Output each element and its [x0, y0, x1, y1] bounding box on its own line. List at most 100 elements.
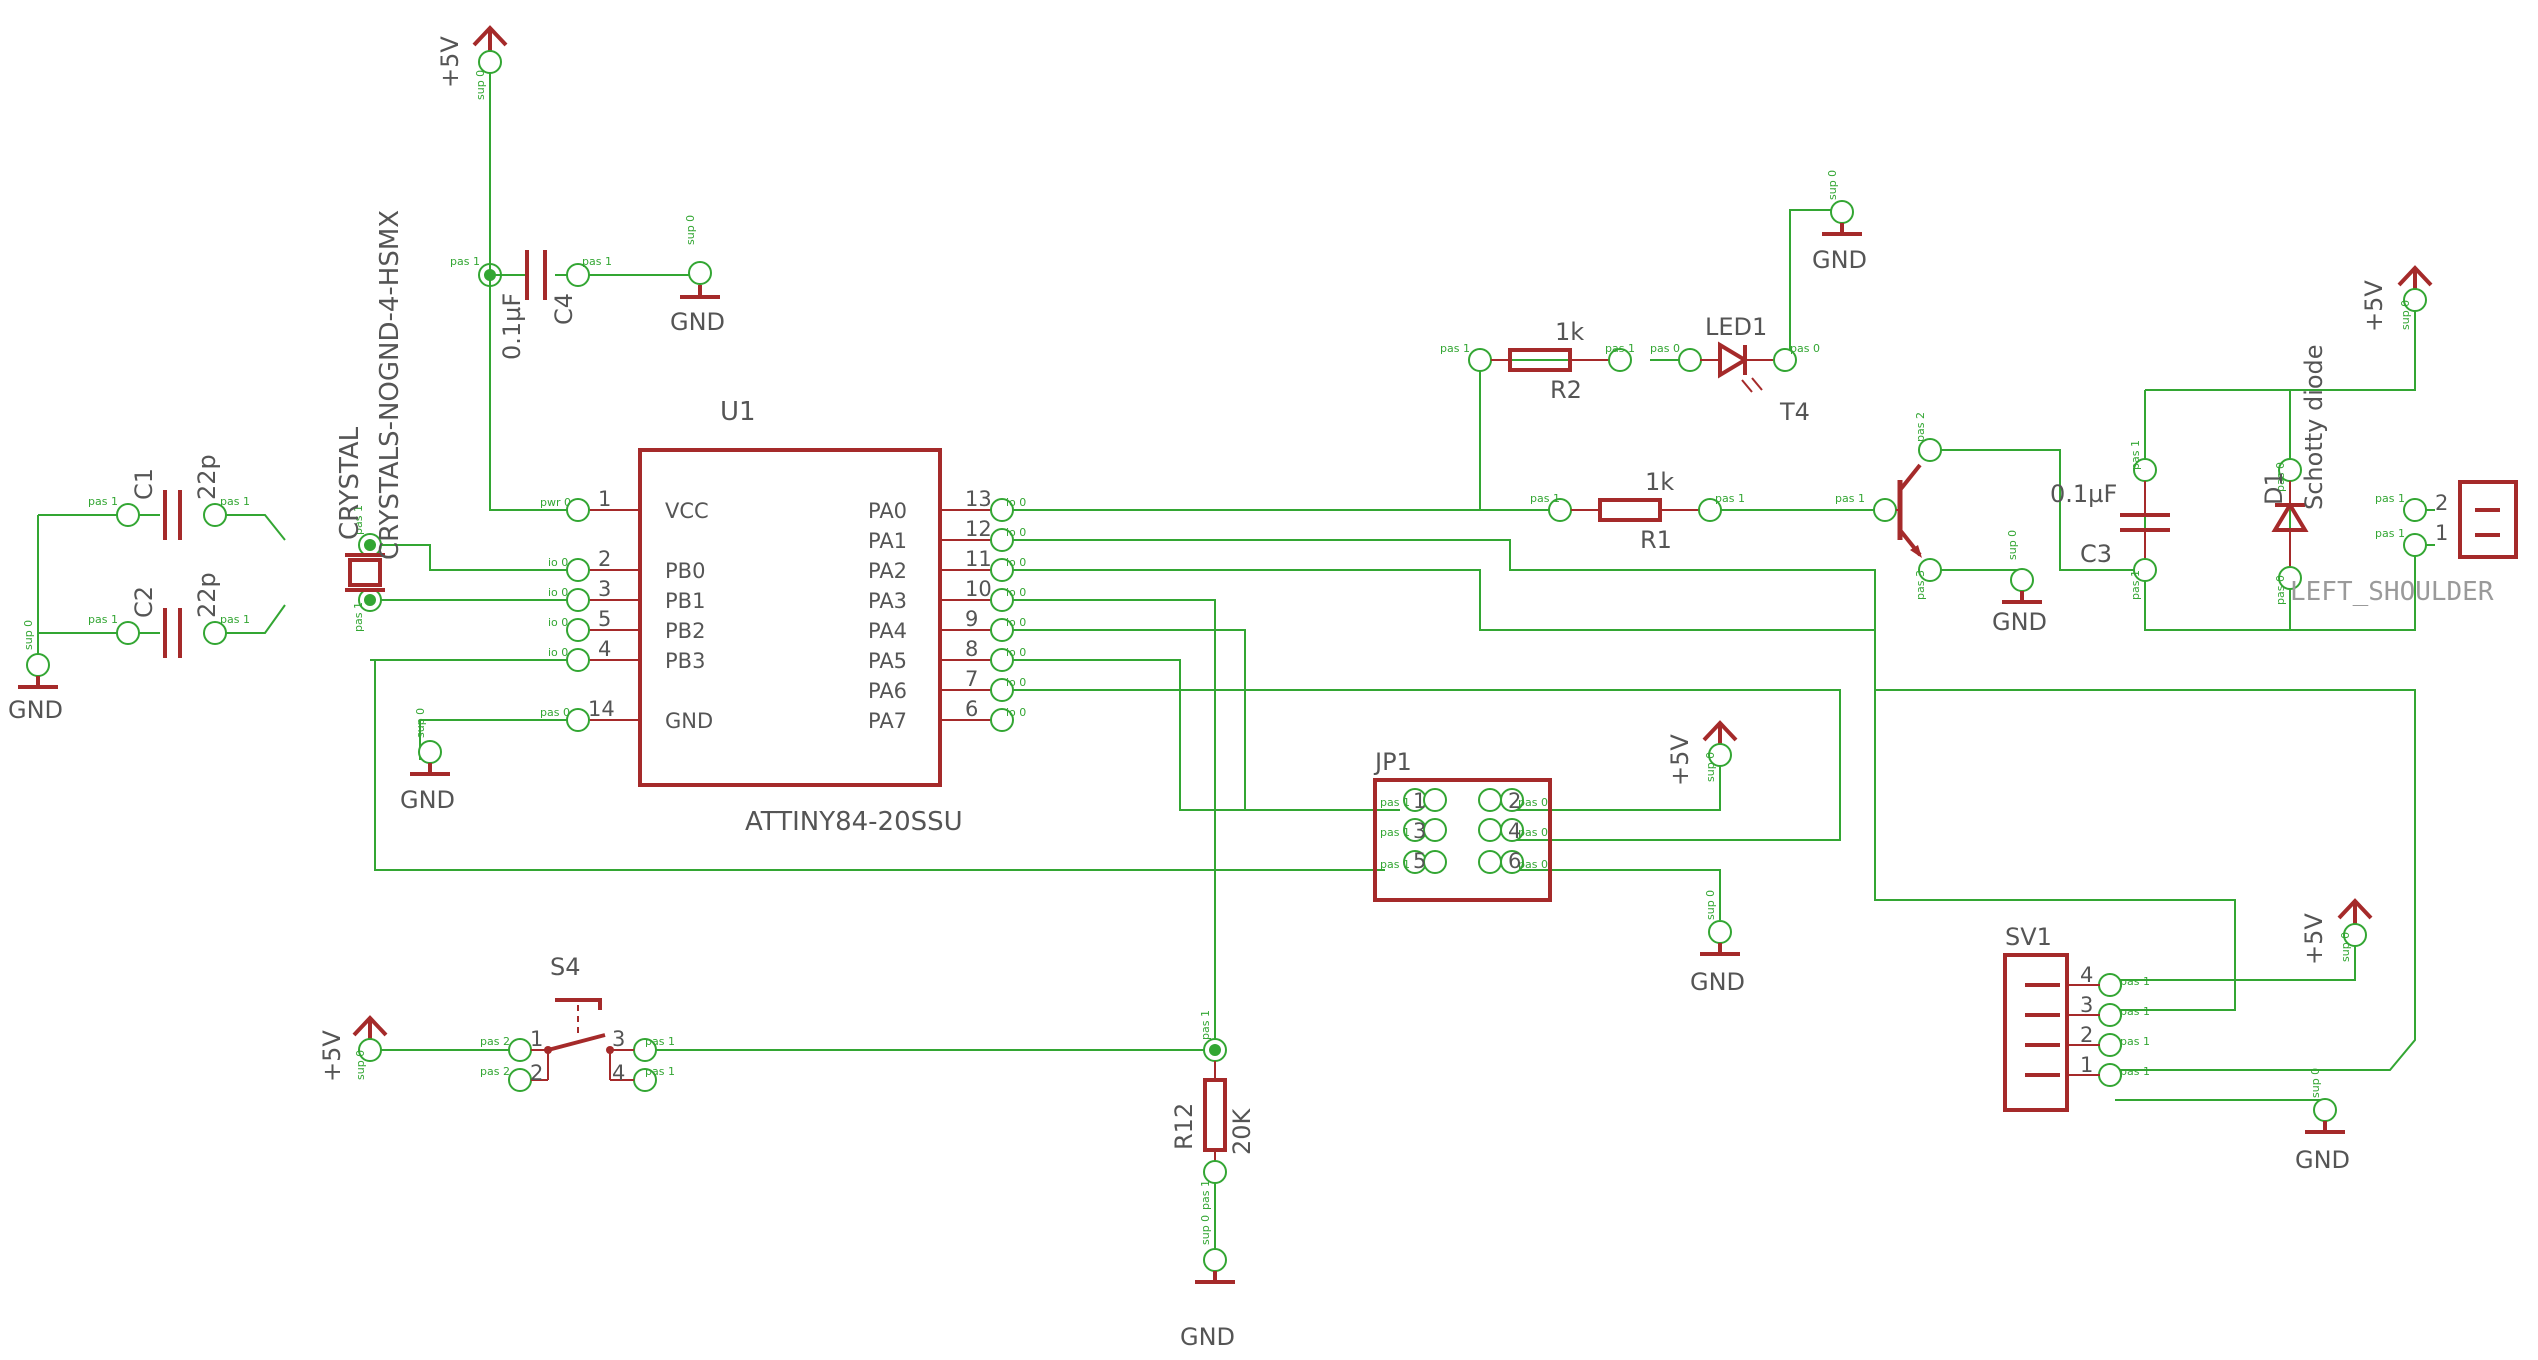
u1-right-pins: io 0 io 0 io 0 io 0 io 0 io 0 io 0 io 0 …: [868, 487, 1026, 733]
svg-text:0.1µF: 0.1µF: [498, 293, 526, 360]
svg-text:io 0: io 0: [1006, 676, 1026, 689]
svg-text:GND: GND: [8, 696, 63, 724]
capacitor-c1: pas 1 pas 1 C1 22p: [88, 454, 250, 540]
crystal-y1: pas 1 pas 1 CRYSTAL CRYSTALS-NOGND-4-HSM…: [335, 210, 405, 632]
svg-text:GND: GND: [1180, 1323, 1235, 1351]
svg-text:pas 1: pas 1: [352, 602, 365, 632]
svg-text:PA6: PA6: [868, 679, 907, 703]
svg-text:GND: GND: [1690, 968, 1745, 996]
svg-text:pas 0: pas 0: [1518, 858, 1548, 871]
svg-text:R1: R1: [1640, 526, 1672, 554]
svg-text:5: 5: [598, 607, 611, 631]
svg-text:sup 0: sup 0: [684, 215, 697, 245]
svg-text:pwr 0: pwr 0: [540, 496, 571, 509]
svg-text:1: 1: [530, 1027, 543, 1051]
svg-text:pas 1: pas 1: [88, 495, 118, 508]
svg-text:LED1: LED1: [1705, 313, 1767, 341]
svg-text:SV1: SV1: [2005, 923, 2052, 951]
svg-text:3: 3: [598, 577, 611, 601]
svg-text:2: 2: [598, 547, 611, 571]
svg-text:pas 0: pas 0: [2274, 575, 2287, 605]
svg-text:PA0: PA0: [868, 499, 907, 523]
svg-text:6: 6: [965, 697, 978, 721]
svg-text:9: 9: [965, 607, 978, 631]
diode-d1: pas 0 pas 0 D1 Schotty diode: [2260, 344, 2328, 605]
svg-text:+5V: +5V: [2360, 280, 2388, 332]
supply-vcc-top: +5V sup 0: [436, 25, 508, 100]
svg-text:io 0: io 0: [1006, 556, 1026, 569]
svg-text:5: 5: [1413, 849, 1426, 873]
svg-text:LEFT_SHOULDER: LEFT_SHOULDER: [2290, 577, 2494, 607]
svg-text:pas 1: pas 1: [1440, 342, 1470, 355]
svg-text:8: 8: [965, 637, 978, 661]
resistor-r12: pas 1 pas 1 R12 20K: [1170, 1010, 1256, 1210]
u1-part: ATTINY84-20SSU: [745, 807, 963, 837]
header-jp1: JP1 pas 1 pas 1 pas 1 pas 0 pas 0 pas 0 …: [1373, 748, 1552, 902]
svg-text:GND: GND: [1992, 608, 2047, 636]
vcc-d1: +5V sup 0: [2360, 265, 2433, 332]
svg-text:PB2: PB2: [665, 619, 705, 643]
svg-text:pas 2: pas 2: [480, 1035, 510, 1048]
svg-text:pas 1: pas 1: [645, 1035, 675, 1048]
header-sv1: SV1 4 3 2 1 pas 1 pas 1 pas 1 pas 1: [2003, 923, 2150, 1112]
svg-text:io 0: io 0: [1006, 646, 1026, 659]
svg-text:4: 4: [612, 1061, 625, 1085]
resistor-r2: pas 1 pas 1 1k R2: [1440, 318, 1635, 404]
svg-text:PB3: PB3: [665, 649, 705, 673]
svg-text:pas 1: pas 1: [645, 1065, 675, 1078]
switch-s4: S4 pas 2 pas 2 pas 1 pas 1 1 2 3 4: [480, 953, 675, 1092]
svg-text:10: 10: [965, 577, 992, 601]
svg-text:+5V: +5V: [1666, 734, 1694, 786]
gnd-jp1: GND sup 0: [1690, 890, 1745, 996]
svg-text:pas 3: pas 3: [1914, 570, 1927, 600]
svg-text:pas 1: pas 1: [1530, 492, 1560, 505]
wires: [37, 62, 2435, 1260]
led-led1: pas 0 pas 0 LED1: [1650, 313, 1820, 393]
svg-text:sup 0: sup 0: [2339, 932, 2352, 962]
svg-text:sup 0: sup 0: [2006, 530, 2019, 560]
svg-text:io 0: io 0: [1006, 706, 1026, 719]
svg-text:20K: 20K: [1228, 1107, 1256, 1155]
svg-text:PA2: PA2: [868, 559, 907, 583]
transistor-t4: pas 1 pas 2 pas 3 T4: [1779, 398, 1942, 600]
svg-text:pas 0: pas 0: [2274, 462, 2287, 492]
svg-text:3: 3: [612, 1027, 625, 1051]
svg-text:pas 1: pas 1: [220, 613, 250, 626]
svg-text:14: 14: [588, 697, 615, 721]
svg-text:PB1: PB1: [665, 589, 705, 613]
gnd-r12: GND sup 0: [1180, 1215, 1235, 1351]
svg-text:2: 2: [2080, 1023, 2093, 1047]
svg-text:C2: C2: [130, 586, 158, 618]
svg-text:sup 0: sup 0: [22, 620, 35, 650]
connector-left-shoulder: pas 1 pas 1 2 1 LEFT_SHOULDER: [2290, 480, 2518, 607]
svg-text:1: 1: [598, 487, 611, 511]
capacitor-c2: pas 1 pas 1 C2 22p: [88, 572, 250, 658]
svg-text:11: 11: [965, 547, 992, 571]
svg-text:+5V: +5V: [2300, 913, 2328, 965]
svg-text:T4: T4: [1779, 398, 1810, 426]
u1-left-pins: pwr 0 io 0 io 0 io 0 io 0 pas 0 1 2 3 5 …: [540, 487, 713, 733]
svg-text:VCC: VCC: [665, 499, 709, 523]
svg-text:pas 1: pas 1: [2129, 570, 2142, 600]
svg-text:sup 0: sup 0: [414, 708, 427, 738]
svg-text:pas 1: pas 1: [2375, 527, 2405, 540]
svg-text:1: 1: [2080, 1053, 2093, 1077]
svg-text:CRYSTALS-NOGND-4-HSMX: CRYSTALS-NOGND-4-HSMX: [375, 210, 405, 560]
vcc-s4: +5V sup 0: [318, 1015, 388, 1082]
svg-text:3: 3: [2080, 993, 2093, 1017]
svg-text:pas 1: pas 1: [1199, 1010, 1212, 1040]
gnd-u1: GND sup 0: [400, 708, 455, 814]
svg-text:sup 0: sup 0: [354, 1050, 367, 1080]
svg-text:CRYSTAL: CRYSTAL: [335, 426, 365, 540]
svg-text:pas 1: pas 1: [352, 505, 365, 535]
svg-text:io 0: io 0: [548, 646, 568, 659]
svg-text:io 0: io 0: [548, 616, 568, 629]
svg-text:12: 12: [965, 517, 992, 541]
svg-text:pas 1: pas 1: [1605, 342, 1635, 355]
svg-text:PA7: PA7: [868, 709, 907, 733]
svg-text:sup 0: sup 0: [1704, 752, 1717, 782]
svg-text:6: 6: [1508, 849, 1521, 873]
svg-text:PB0: PB0: [665, 559, 705, 583]
svg-text:io 0: io 0: [1006, 526, 1026, 539]
svg-text:R12: R12: [1170, 1103, 1198, 1150]
